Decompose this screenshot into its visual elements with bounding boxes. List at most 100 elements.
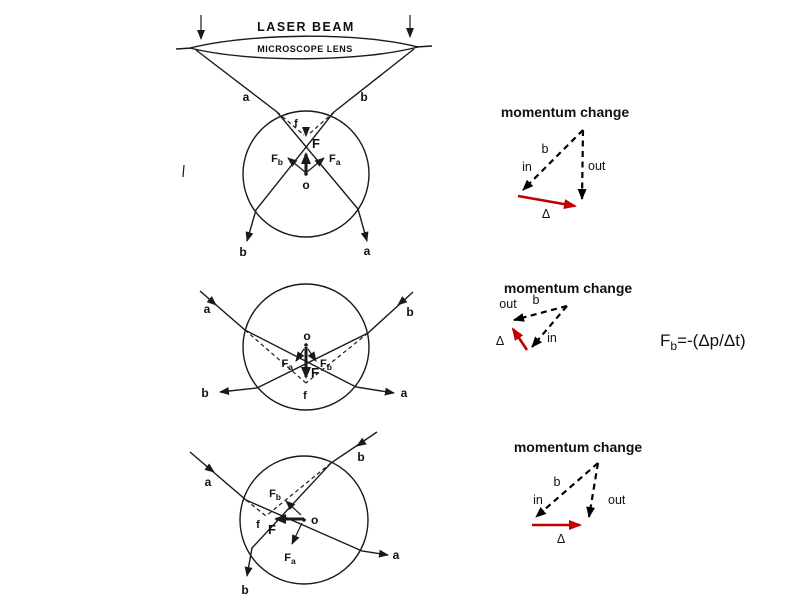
net-force-label: F [311,365,319,380]
ray-a [195,49,369,242]
momentum-out-label: out [588,159,606,173]
force-b-arrow [285,500,302,516]
momentum-b-label: b [554,475,561,489]
momentum-diagram-middle: momentum change out b in Δ [496,280,633,351]
force-a-arrow [291,522,303,545]
laser-beam-label: LASER BEAM [257,20,355,34]
force-b-arrow [287,157,306,173]
ray-a [199,290,395,396]
force-a-sub: a [288,362,293,372]
force-a-sub: a [291,556,296,566]
ray-b-exit-label: b [241,583,248,597]
force-a-arrow [306,157,325,173]
ray-a [189,451,389,558]
force-a-sub: a [336,157,341,167]
force-b-base: F [271,153,278,165]
ray-b-label: b [357,450,364,464]
force-a-arrow [295,348,305,362]
force-b-arrow [307,348,317,362]
momentum-in-label: in [547,331,557,345]
net-force-label: F [268,522,276,537]
focus-label: f [256,519,260,531]
force-b-sub: b [276,492,281,502]
focus-dash-left [276,111,305,136]
force-b-sub: b [327,362,332,372]
momentum-delta-arrow [511,327,529,351]
momentum-delta-label: Δ [496,334,504,348]
microscope-lens-label: MICROSCOPE LENS [257,44,353,54]
sphere-outline [242,283,370,411]
focus-dash-right [305,332,369,384]
focus-label: f [303,390,307,402]
force-a-label: Fa [329,153,341,167]
lens-left-tick [175,47,193,50]
stray-tick [182,164,185,178]
force-a-base: F [284,552,291,564]
momentum-out-arrow [586,462,600,518]
net-force-label: F [312,136,320,151]
force-a-base: F [329,153,336,165]
ray-b-exit-label: b [239,245,246,259]
sphere-center-label: o [302,178,309,192]
momentum-out-arrow [513,304,568,322]
ray-b-direction-arrow [356,437,367,447]
momentum-in-arrow [531,305,568,348]
ray-a-label: a [205,475,212,489]
ray-b-label: b [360,90,367,104]
momentum-in-arrow [522,129,584,191]
momentum-title: momentum change [514,439,643,455]
ray-a-exit-label: a [364,244,371,258]
momentum-diagram-bottom: momentum change b in out Δ [514,439,643,546]
momentum-in-label: in [522,160,532,174]
lens-right-tick [415,45,433,48]
force-b-base: F [320,358,327,370]
force-a-label: Fa [282,358,294,372]
ray-b [245,48,415,242]
force-b-label: Fb [320,358,332,372]
focus-dash-right [307,111,335,136]
sphere-outline [239,455,369,585]
force-a-base: F [282,358,289,370]
momentum-in-arrow [535,462,599,518]
ray-a-label: a [204,302,211,316]
momentum-out-label: out [608,493,626,507]
momentum-out-arrow [577,129,587,200]
focus-label: f [294,118,298,130]
momentum-out-label: out [499,297,517,311]
force-b-base: F [269,488,276,500]
sphere-center-dot [304,343,308,347]
momentum-b-label: b [533,293,540,307]
formula-base: F [660,331,670,350]
momentum-title: momentum change [501,104,630,120]
momentum-delta-label: Δ [542,207,550,221]
ray-a-direction-arrow [206,296,217,306]
formula-rest: =-(Δp/Δt) [677,331,746,350]
sphere-diagram-middle: a b b a o F f Fa Fb [199,283,414,411]
formula-sub: b [670,339,677,353]
ray-a-direction-arrow [204,463,215,473]
momentum-in-label: in [533,493,543,507]
force-formula: Fb=-(Δp/Δt) [660,331,746,353]
momentum-delta-label: Δ [557,532,565,546]
sphere-outline [242,110,370,238]
sphere-center-label: o [311,513,318,527]
force-b-label: Fb [271,153,283,167]
ray-b-label: b [406,305,413,319]
momentum-diagram-top: momentum change b in out Δ [501,104,630,221]
force-b-sub: b [278,157,283,167]
focus-dash-left [245,499,267,517]
sphere-center-dot [304,172,308,176]
momentum-title: momentum change [504,280,633,296]
momentum-b-label: b [542,142,549,156]
lens-sphere-diagram-top: LASER BEAM MICROSCOPE LENS a b b a f F F… [175,15,433,259]
ray-a-exit-label: a [393,548,400,562]
momentum-delta-arrow [517,194,577,210]
sphere-diagram-bottom: a b b a o F f Fb Fa [189,431,400,597]
force-b-label: Fb [269,488,281,502]
sphere-center-label: o [303,329,310,343]
ray-a-exit-label: a [401,386,408,400]
ray-b-direction-arrow [397,296,408,306]
force-a-label: Fa [284,552,296,566]
